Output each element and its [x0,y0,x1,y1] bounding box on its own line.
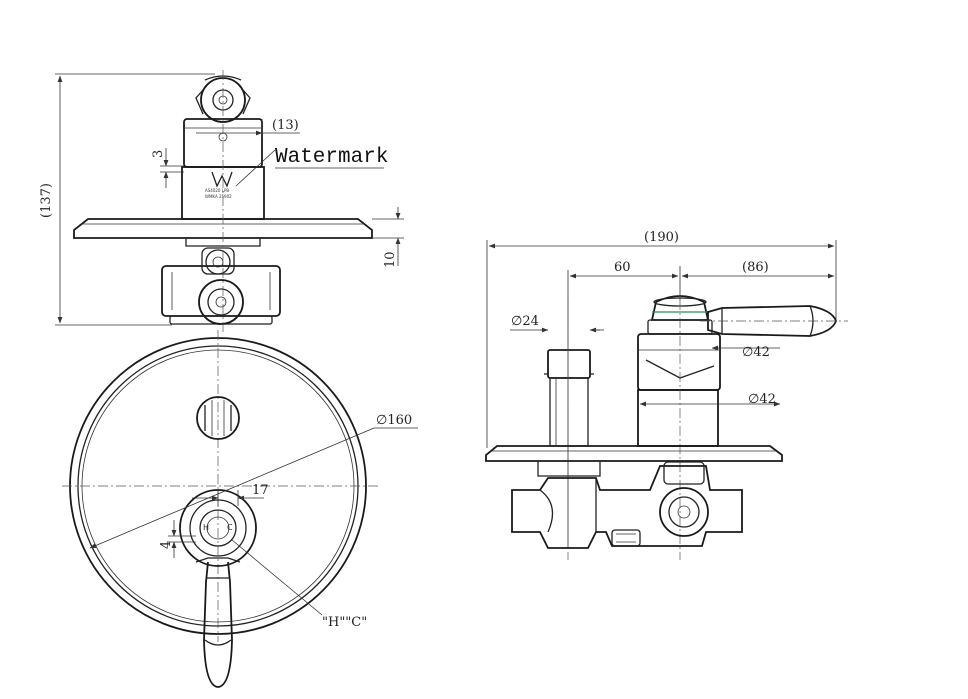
dim-plate-diameter: ∅160 [376,413,412,428]
dim-overall-height: (137) [39,183,54,218]
side-view: AS4020 LPB WMKA 25902 (137) (13) [39,70,404,332]
svg-text:AS4020 LPB: AS4020 LPB [205,188,229,193]
dim-stem-diameter: ∅24 [511,314,539,329]
right-view: (190) 60 (86) ∅24 [485,230,848,560]
svg-text:H: H [203,523,209,532]
dim-step: 3 [151,150,166,158]
watermark-label: Watermark [275,146,388,169]
dim-spacing: 60 [614,260,631,275]
dim-handle-diameter: ∅42 [742,345,770,360]
dim-spindle-offset: (13) [272,118,299,133]
dim-overall-width: (190) [644,230,679,245]
front-view: H C ∅160 17 4 "H""C" [62,330,418,688]
svg-text:WMKA 25902: WMKA 25902 [205,194,232,199]
svg-text:C: C [227,523,233,532]
dim-plate-depth: 10 [383,251,398,268]
certification-mark: AS4020 LPB WMKA 25902 [205,171,233,199]
dim-mark-height: 4 [159,541,174,549]
dim-lever-length: (86) [742,260,769,275]
dim-front-offset: 17 [252,483,269,498]
hot-cold-label: "H""C" [322,615,367,630]
dim-body-diameter: ∅42 [748,392,776,407]
